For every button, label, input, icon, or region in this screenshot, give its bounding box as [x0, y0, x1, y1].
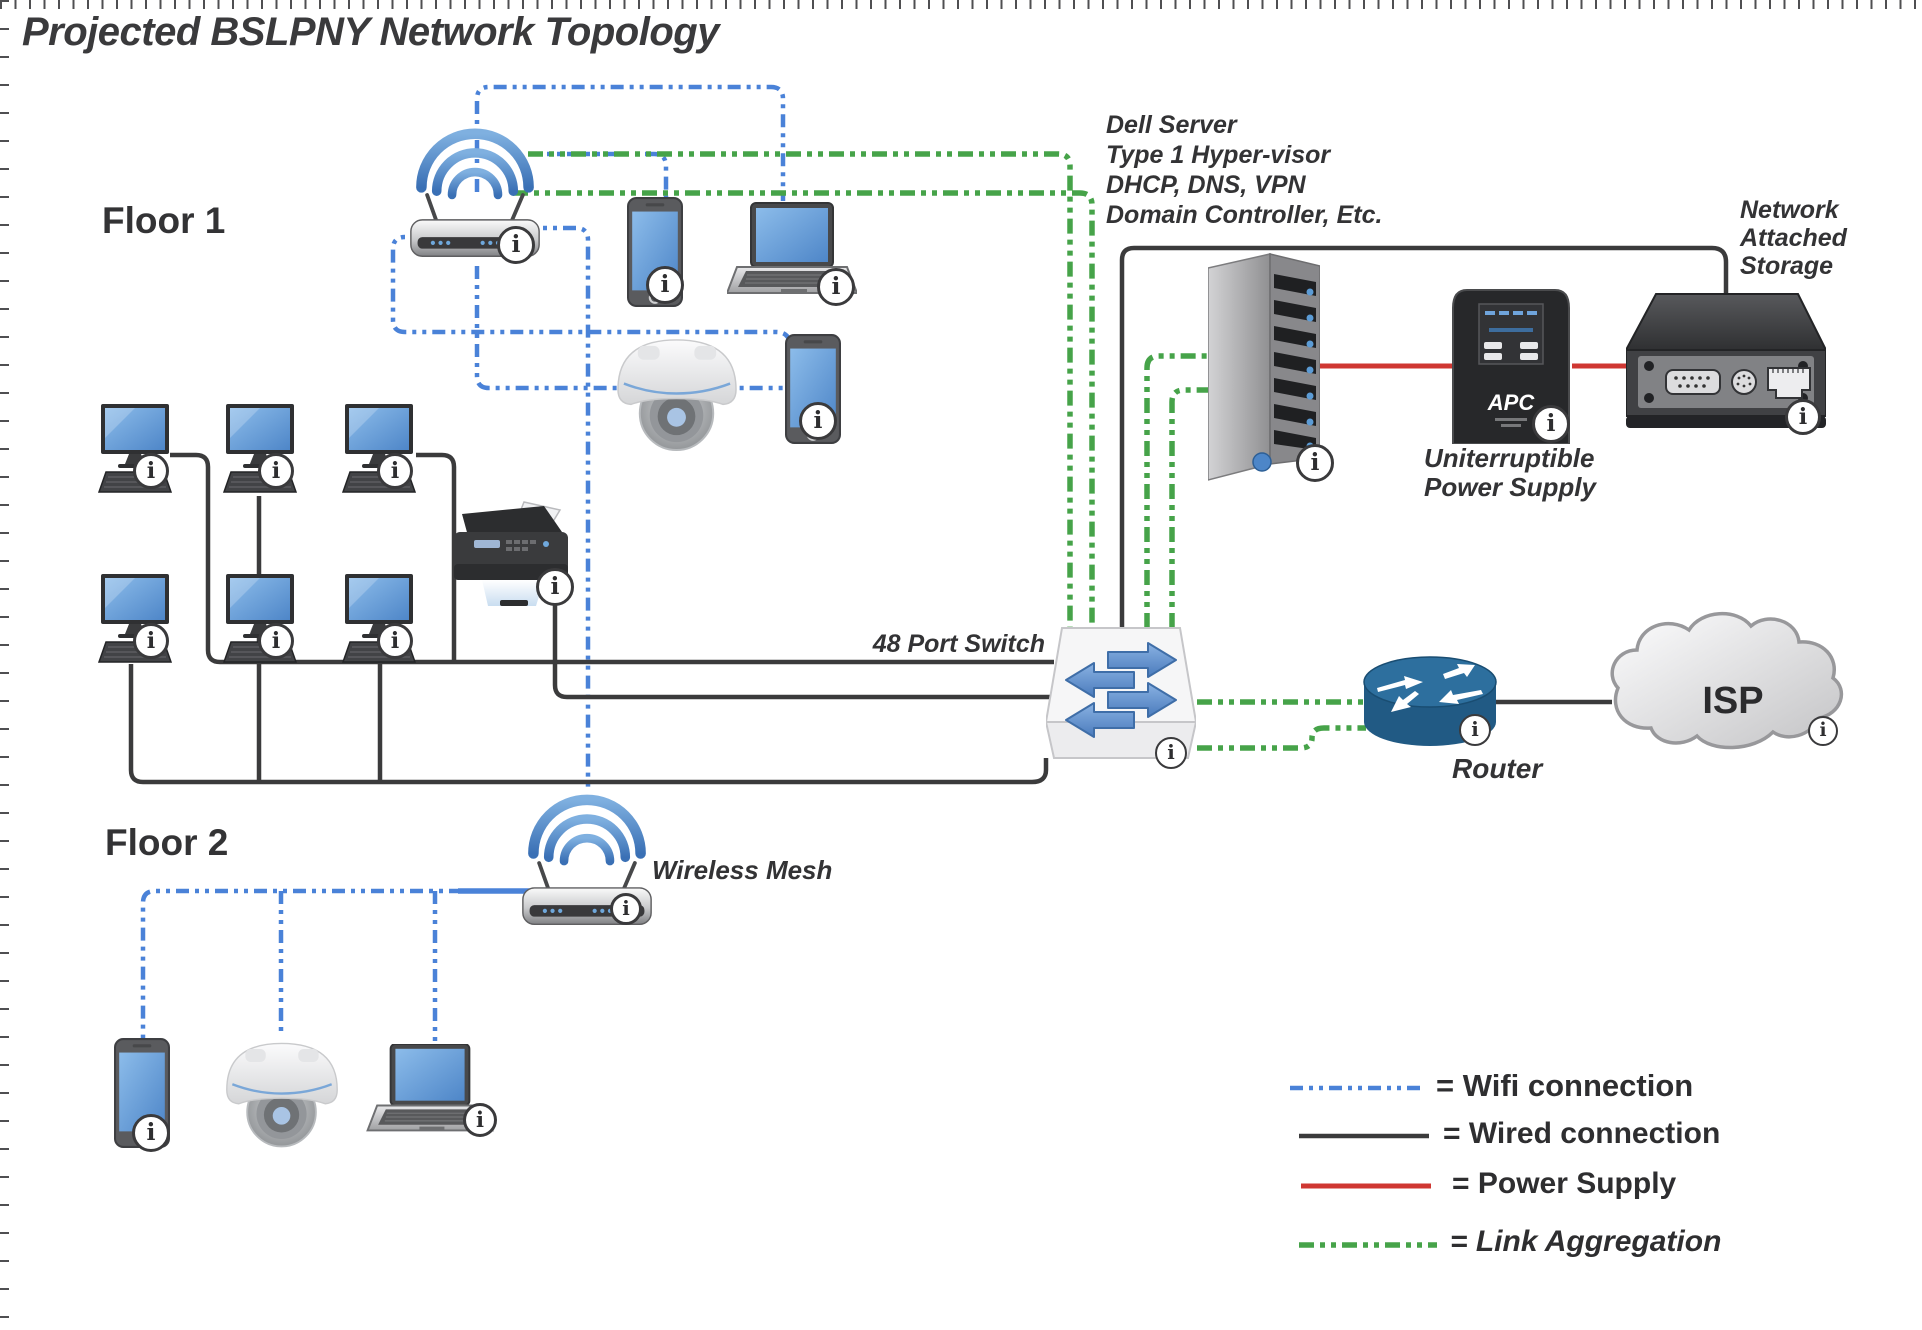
- server-caption-line2: Type 1 Hyper-visor: [1106, 141, 1331, 169]
- wifi-line-router-camera-phone2: [390, 234, 793, 378]
- server-caption-line3: DHCP, DNS, VPN: [1106, 171, 1306, 199]
- info-icon[interactable]: [646, 266, 684, 304]
- wired-line-pc4-bus: [128, 664, 1049, 785]
- wifi-waves-icon: [416, 128, 534, 200]
- laptop-floor1[interactable]: [727, 201, 857, 307]
- info-icon[interactable]: [377, 623, 413, 659]
- nas-label-line3: Storage: [1740, 252, 1834, 280]
- wifi-line-router-phone2b: [474, 266, 785, 391]
- legend-wifi-label: = Wifi connection: [1436, 1068, 1694, 1103]
- wifi-line-router-phone1: [528, 151, 669, 198]
- floor2-label: Floor 2: [105, 822, 229, 863]
- dome-camera-floor1[interactable]: [609, 332, 745, 456]
- wifi-line-router-laptop: [474, 84, 786, 201]
- legend-power-swatch: [1301, 1183, 1431, 1189]
- info-icon[interactable]: [258, 623, 294, 659]
- info-icon[interactable]: [1459, 714, 1491, 746]
- isp-label: ISP: [1702, 680, 1764, 722]
- legend-wired-swatch: [1299, 1133, 1429, 1139]
- legend-agg-swatch: [1299, 1242, 1437, 1248]
- info-icon[interactable]: [258, 453, 294, 489]
- legend-power-label: = Power Supply: [1452, 1167, 1677, 1200]
- page-title: Projected BSLPNY Network Topology: [22, 10, 719, 54]
- agg-line-switch-server-2: [1169, 387, 1216, 628]
- antenna-icon: [537, 861, 637, 892]
- info-icon[interactable]: [132, 1114, 170, 1152]
- wired-line-switch-server-nas: [1119, 245, 1729, 628]
- dome-camera-floor2[interactable]: [218, 1036, 346, 1152]
- info-icon[interactable]: [799, 402, 837, 440]
- antenna-icon: [425, 193, 525, 224]
- info-icon[interactable]: [1296, 444, 1334, 482]
- ruler-top: [0, 0, 1922, 9]
- wired-line-pc1-bus: [170, 452, 1054, 665]
- ethernet-port-icon: [1767, 367, 1811, 399]
- info-icon[interactable]: [1155, 737, 1187, 769]
- info-icon[interactable]: [377, 453, 413, 489]
- wired-line-pc3-bus: [416, 452, 457, 662]
- legend-wifi-swatch: [1290, 1085, 1426, 1091]
- server-caption: Dell Server Type 1 Hyper-visor DHCP, DNS…: [1106, 110, 1382, 230]
- wired-line-printer: [552, 600, 1054, 700]
- desktop-pc-5[interactable]: [223, 574, 297, 670]
- nas[interactable]: [1626, 293, 1826, 439]
- server-caption-line4: Domain Controller, Etc.: [1106, 201, 1383, 229]
- info-icon[interactable]: [1785, 399, 1821, 435]
- ruler-left: [0, 0, 9, 1330]
- serial-port-icon: [1665, 369, 1721, 395]
- server-caption-line1: Dell Server: [1106, 111, 1237, 139]
- floor1-label: Floor 1: [102, 200, 226, 241]
- isp-cloud[interactable]: [1604, 610, 1846, 756]
- ups-label: Uniterruptible Power Supply: [1424, 444, 1596, 502]
- switch-48-port[interactable]: [1046, 624, 1196, 784]
- wireless-mesh-label: Wireless Mesh: [652, 855, 833, 885]
- info-icon[interactable]: [536, 568, 574, 606]
- wifi-waves-icon: [528, 794, 646, 866]
- info-icon[interactable]: [817, 268, 855, 306]
- info-icon[interactable]: [1532, 405, 1570, 443]
- router-arrows-icon: [1377, 664, 1483, 712]
- isp-router[interactable]: [1363, 656, 1497, 750]
- switch-label: 48 Port Switch: [872, 630, 1045, 658]
- laptop-floor2[interactable]: [366, 1044, 494, 1142]
- info-icon[interactable]: [497, 226, 535, 264]
- info-icon[interactable]: [133, 453, 169, 489]
- ups[interactable]: APC: [1451, 286, 1571, 444]
- agg-line-switch-server-1: [1144, 353, 1216, 628]
- nas-label: Network Attached Storage: [1740, 196, 1847, 280]
- dell-server[interactable]: [1208, 250, 1320, 482]
- apc-logo: APC: [1487, 390, 1536, 415]
- legend-agg-label: = Link Aggregation: [1450, 1225, 1722, 1258]
- router-label: Router: [1452, 753, 1543, 784]
- agg-line-router-switch-2: [513, 190, 1095, 628]
- din-port-icon: [1731, 369, 1757, 395]
- legend-wired-label: = Wired connection: [1443, 1117, 1721, 1150]
- ups-label-line1: Uniterruptible: [1424, 443, 1595, 473]
- nas-label-line2: Attached: [1740, 224, 1847, 252]
- agg-line-switch-router-2: [1197, 725, 1366, 751]
- wifi-line-mesh-backhaul: [524, 225, 591, 792]
- wifi-line-floor2-bus: [140, 888, 462, 1038]
- agg-line-router-switch-1: [528, 151, 1073, 628]
- nas-label-line1: Network: [1740, 196, 1839, 224]
- info-icon[interactable]: [463, 1103, 497, 1137]
- info-icon[interactable]: [1808, 716, 1838, 746]
- info-icon[interactable]: [133, 623, 169, 659]
- ups-label-line2: Power Supply: [1424, 472, 1596, 502]
- info-icon[interactable]: [610, 893, 642, 925]
